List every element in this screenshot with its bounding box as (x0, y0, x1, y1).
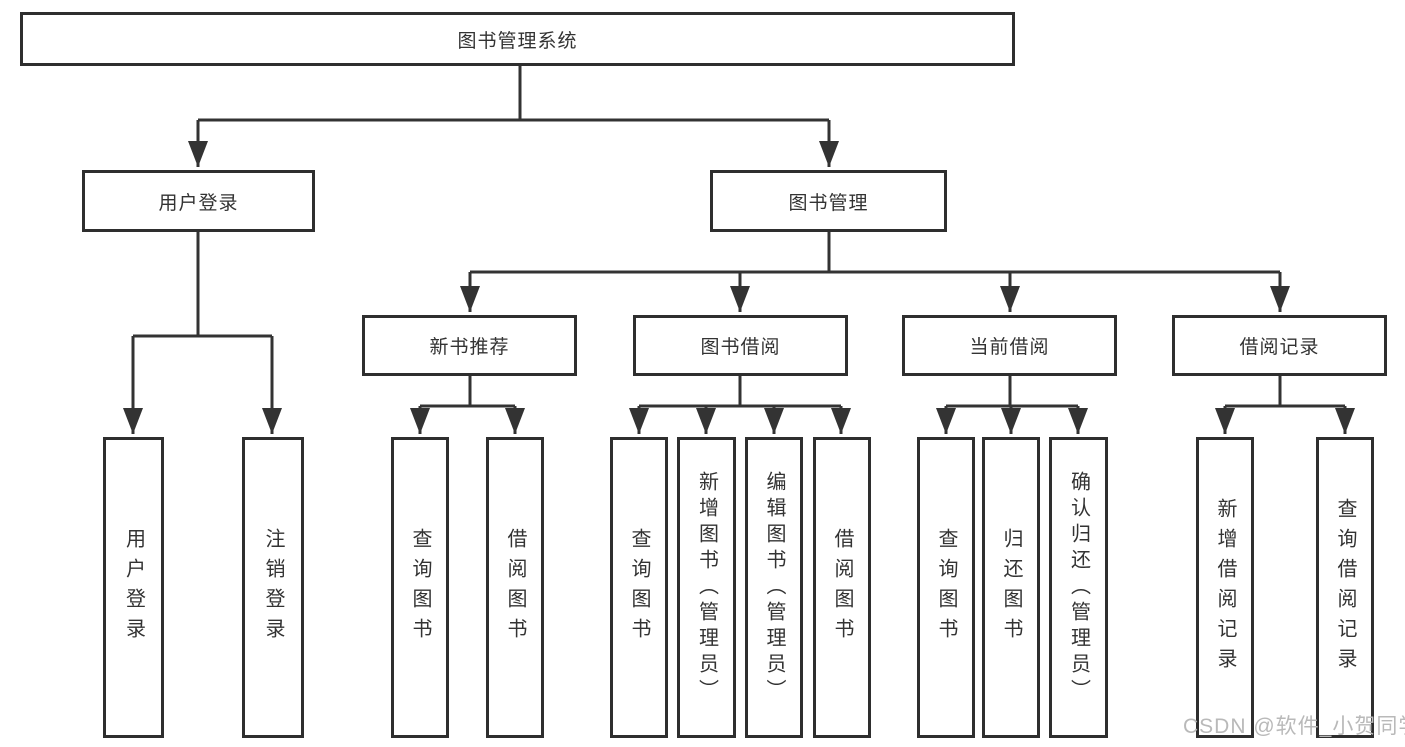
leaf-bb-add-books-admin: 新增图书（管理员） (677, 437, 736, 738)
node-new-book-recommend-label: 新书推荐 (429, 337, 510, 358)
leaf-br-query-record-label: 查询借阅记录 (1334, 497, 1356, 678)
leaf-cb-confirm-return-admin: 确认归还（管理员） (1049, 437, 1108, 738)
node-borrow-records: 借阅记录 (1172, 315, 1387, 376)
leaf-bb-query-books: 查询图书 (610, 437, 668, 738)
node-book-borrowing-label: 图书借阅 (700, 337, 781, 358)
leaf-bb-edit-books-admin-label: 编辑图书（管理员） (763, 470, 785, 705)
watermark: CSDN @软件_小贺同学 (1183, 715, 1405, 738)
node-current-borrowing: 当前借阅 (902, 315, 1117, 376)
leaf-user-login-label: 用户登录 (122, 527, 145, 648)
leaf-cb-confirm-return-admin-label: 确认归还（管理员） (1067, 470, 1090, 705)
leaf-logout: 注销登录 (242, 437, 304, 738)
leaf-cb-return-books: 归还图书 (982, 437, 1040, 738)
leaf-nb-query-books: 查询图书 (391, 437, 449, 738)
leaf-bb-query-books-label: 查询图书 (628, 527, 650, 648)
leaf-bb-borrow-books-label: 借阅图书 (831, 527, 853, 648)
node-user-login: 用户登录 (82, 170, 315, 232)
leaf-cb-query-books: 查询图书 (917, 437, 975, 738)
leaf-bb-edit-books-admin: 编辑图书（管理员） (745, 437, 803, 738)
node-root: 图书管理系统 (20, 12, 1015, 66)
leaf-user-login: 用户登录 (103, 437, 164, 738)
node-book-borrowing: 图书借阅 (633, 315, 848, 376)
node-borrow-records-label: 借阅记录 (1239, 337, 1320, 358)
node-root-label: 图书管理系统 (457, 30, 578, 52)
leaf-cb-return-books-label: 归还图书 (1000, 527, 1022, 648)
node-book-management-label: 图书管理 (788, 192, 869, 214)
leaf-logout-label: 注销登录 (262, 527, 284, 648)
leaf-nb-borrow-books-label: 借阅图书 (504, 527, 526, 648)
leaf-bb-add-books-admin-label: 新增图书（管理员） (695, 470, 718, 705)
leaf-br-add-record-label: 新增借阅记录 (1214, 497, 1236, 678)
leaf-br-query-record: 查询借阅记录 (1316, 437, 1374, 738)
leaf-br-add-record: 新增借阅记录 (1196, 437, 1254, 738)
node-new-book-recommend: 新书推荐 (362, 315, 577, 376)
leaf-cb-query-books-label: 查询图书 (935, 527, 957, 648)
leaf-nb-query-books-label: 查询图书 (409, 527, 431, 648)
node-user-login-label: 用户登录 (158, 192, 239, 214)
node-current-borrowing-label: 当前借阅 (969, 337, 1050, 358)
leaf-bb-borrow-books: 借阅图书 (813, 437, 871, 738)
node-book-management: 图书管理 (710, 170, 947, 232)
leaf-nb-borrow-books: 借阅图书 (486, 437, 544, 738)
